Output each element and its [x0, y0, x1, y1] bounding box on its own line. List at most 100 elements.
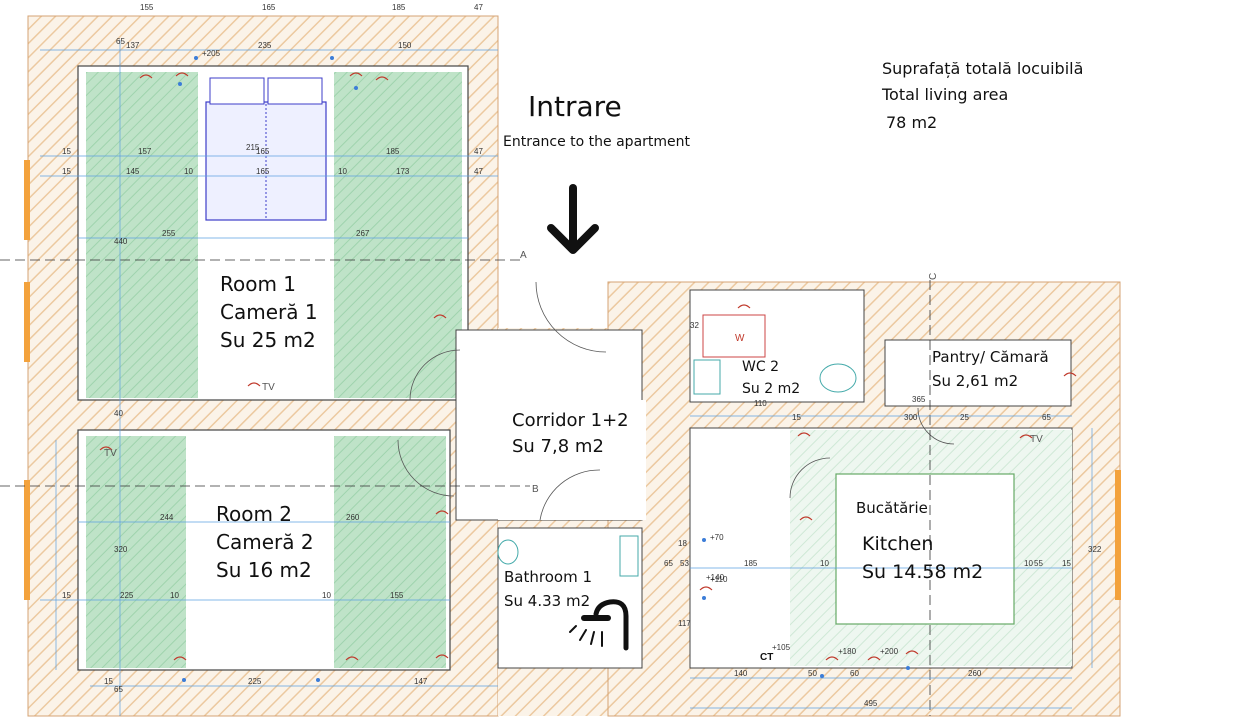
pantry-name: Pantry/ Cămară [932, 348, 1049, 366]
entrance-subtitle: Entrance to the apartment [503, 134, 691, 150]
dim-bed: 215 [246, 143, 260, 152]
wc-name: WC 2 [742, 359, 779, 375]
wc-floor [689, 289, 865, 403]
marker-tv-1: TV [262, 382, 275, 393]
dim-room1-1: 267 [356, 229, 370, 238]
dim-total-right: 495 [864, 699, 878, 708]
dim-room2low-1: 225 [120, 591, 134, 600]
dim-room1-0: 255 [162, 229, 176, 238]
dim-kitchenv-2: 18 [678, 539, 687, 548]
dim-kitchenv-0: 322 [1088, 545, 1102, 554]
room-2-name-ro: Cameră 2 [216, 530, 314, 554]
dim-top-2: 185 [392, 3, 406, 12]
outlet-icon [99, 72, 1077, 661]
dim-row1-2: 165 [256, 147, 270, 156]
bed-icon [205, 77, 327, 221]
dimension-labels: 155 165 185 47 137 235 150 15 157 165 18… [62, 3, 1102, 708]
mark-3: +140 [706, 573, 725, 582]
dim-kitchen-5: 55 [1034, 559, 1043, 568]
dim-room2-0: 244 [160, 513, 174, 522]
dim-row1-3: 185 [386, 147, 400, 156]
summary-line-2: Total living area [882, 85, 1009, 104]
dim-row2-4: 10 [338, 167, 347, 176]
dim-left-4: 65 [114, 685, 123, 694]
dim-room2low-3: 10 [322, 591, 331, 600]
dim-kitchen-0: 65 [664, 559, 673, 568]
room-2-area: Su 16 m2 [216, 558, 312, 582]
dim-kitchen-6: 15 [1062, 559, 1071, 568]
marker-b: B [532, 484, 539, 495]
dim-row2-5: 173 [396, 167, 410, 176]
dim-wc-4: 25 [960, 413, 969, 422]
dim-br-1: 50 [808, 669, 817, 678]
dim-room2low-0: 15 [62, 591, 71, 600]
summary-line-1: Suprafață totală locuibilă [882, 59, 1084, 78]
dim-room2-1: 260 [346, 513, 360, 522]
room-1-name-ro: Cameră 1 [220, 300, 318, 324]
dim-row1-0: 15 [62, 147, 71, 156]
dim-row2-1: 145 [126, 167, 140, 176]
dim-wc-5: 65 [1042, 413, 1051, 422]
dim-row2-6: 47 [474, 167, 483, 176]
room-2-floor [77, 429, 451, 671]
pantry-area: Su 2,61 m2 [932, 372, 1019, 390]
dim-room2low-2: 10 [170, 591, 179, 600]
dim-top-0: 155 [140, 3, 154, 12]
dim-top-1: 165 [262, 3, 276, 12]
dim-row1-1: 157 [138, 147, 152, 156]
arrow-down-icon [547, 184, 599, 254]
dim-wc-0: 32 [690, 321, 699, 330]
marker-tv-2: TV [104, 448, 117, 459]
junction-icon [178, 56, 910, 682]
dim-wc-2: 15 [792, 413, 801, 422]
corridor-name: Corridor 1+2 [512, 410, 629, 431]
dim-br-2: 60 [850, 669, 859, 678]
mark-4: +105 [772, 643, 791, 652]
dim-kitchen-3: 10 [820, 559, 829, 568]
kitchen-area: Su 14.58 m2 [862, 561, 984, 583]
dim-kitchen-2: 185 [744, 559, 758, 568]
markers: A B C W TV TV TV CT [104, 250, 1043, 663]
door-swing-icon [397, 281, 955, 521]
kitchen-name: Kitchen [862, 533, 934, 555]
dim-top-3: 47 [474, 3, 483, 12]
dim-wc-6: 365 [912, 395, 926, 404]
dim-left-2: 40 [114, 409, 123, 418]
section-lines [0, 259, 931, 716]
kitchen-floor [689, 427, 1073, 669]
mark-0: +205 [202, 49, 221, 58]
dim-left-0: 65 [116, 37, 125, 46]
marker-ct: CT [760, 652, 773, 663]
dim-topin-0: 137 [126, 41, 140, 50]
wc-area: Su 2 m2 [742, 381, 801, 397]
dim-wc-1: 110 [754, 399, 767, 408]
dim-kitchen-1: 53 [680, 559, 689, 568]
dim-left-1: 440 [114, 237, 128, 246]
marker-w: W [735, 333, 745, 344]
dim-topin-2: 150 [398, 41, 412, 50]
corridor-floor [455, 329, 646, 521]
marker-tv-3: TV [1030, 434, 1043, 445]
bathroom-1-floor [497, 527, 643, 669]
dim-br-0: 140 [734, 669, 748, 678]
dim-room2low-4: 155 [390, 591, 404, 600]
dim-br-3: 260 [968, 669, 982, 678]
dim-row1-4: 47 [474, 147, 483, 156]
mark-2: +70 [710, 533, 724, 542]
dim-wc-3: 300 [904, 413, 918, 422]
pantry-floor [884, 339, 1072, 407]
room-2-name: Room 2 [216, 502, 293, 526]
shower-icon [569, 599, 629, 651]
dim-row2-3: 165 [256, 167, 270, 176]
room-1-name: Room 1 [220, 272, 297, 296]
dim-bottom-2: 147 [414, 677, 428, 686]
mark-6: +200 [880, 647, 899, 656]
mark-1: +110 [710, 575, 728, 584]
bathroom-area: Su 4.33 m2 [504, 592, 591, 610]
room-1-area: Su 25 m2 [220, 328, 316, 352]
dim-bottom-1: 225 [248, 677, 262, 686]
mark-5: +180 [838, 647, 857, 656]
dim-left-3: 320 [114, 545, 128, 554]
dimension-lines [40, 40, 1093, 716]
entrance-title: Intrare [528, 90, 622, 123]
